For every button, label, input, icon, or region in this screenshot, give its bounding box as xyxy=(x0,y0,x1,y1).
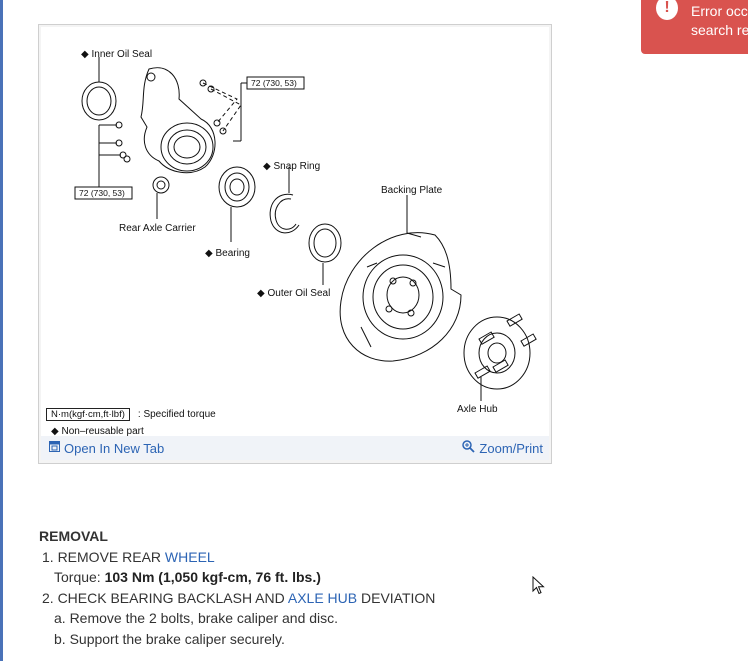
error-toast[interactable]: ! Error occ search re xyxy=(641,0,748,54)
toast-line-2: search re xyxy=(691,22,748,38)
substep-a: a. Remove the 2 bolts, brake caliper and… xyxy=(54,610,339,626)
illustration-footer: Open In New Tab Zoom/Print xyxy=(41,436,549,460)
legend-torque: N·m(kgf·cm,ft·lbf) : Specified torque xyxy=(46,408,216,421)
zoom-print-link[interactable]: Zoom/Print xyxy=(454,440,543,456)
section-heading: REMOVAL xyxy=(39,528,108,544)
external-window-icon xyxy=(49,441,60,455)
torque-line: Torque: 103 Nm (1,050 kgf-cm, 76 ft. lbs… xyxy=(54,567,435,588)
legend-non-reusable: ◆ Non–reusable part xyxy=(51,426,144,437)
illustration-canvas: ◆ Inner Oil Seal 72 (730, 53) 72 (730, 5… xyxy=(41,27,549,459)
torque-value: 103 Nm (1,050 kgf-cm, 76 ft. lbs.) xyxy=(104,569,321,585)
step-2-text: 2. CHECK BEARING BACKLASH AND xyxy=(42,589,288,606)
label-snap-ring: ◆ Snap Ring xyxy=(263,161,320,172)
label-torque-top: 72 (730, 53) xyxy=(251,78,297,88)
zoom-magnifier-icon xyxy=(462,440,476,456)
legend-unit-box: N·m(kgf·cm,ft·lbf) xyxy=(46,408,130,421)
zoom-print-label: Zoom/Print xyxy=(479,440,543,456)
axle-hub-link[interactable]: AXLE HUB xyxy=(287,589,358,606)
label-backing-plate: Backing Plate xyxy=(381,185,443,196)
label-axle-hub: Axle Hub xyxy=(457,404,498,415)
substep-b: b. Support the brake caliper securely. xyxy=(54,630,285,647)
step-1-text: 1. REMOVE REAR xyxy=(42,548,165,565)
mouse-cursor-icon xyxy=(532,576,545,595)
torque-box-top xyxy=(246,76,305,90)
label-torque-left: 72 (730, 53) xyxy=(79,188,125,198)
open-new-tab-label: Open In New Tab xyxy=(64,440,165,456)
label-bearing: ◆ Bearing xyxy=(205,248,250,259)
wheel-link[interactable]: WHEEL xyxy=(164,548,215,565)
open-new-tab-link[interactable]: Open In New Tab xyxy=(41,441,164,456)
toast-line-1: Error occ xyxy=(691,3,748,19)
toast-message: Error occ search re xyxy=(691,2,748,40)
label-inner-oil-seal: ◆ Inner Oil Seal xyxy=(81,49,152,60)
step-2-suffix: DEVIATION xyxy=(357,589,436,606)
step-2: 2. CHECK BEARING BACKLASH AND AXLE HUB D… xyxy=(42,588,435,609)
label-rear-axle-carrier: Rear Axle Carrier xyxy=(119,223,196,234)
torque-label: Torque: xyxy=(54,569,105,585)
illustration-panel: ◆ Inner Oil Seal 72 (730, 53) 72 (730, 5… xyxy=(38,24,552,464)
rear-axle-exploded-diagram: ◆ Inner Oil Seal 72 (730, 53) 72 (730, 5… xyxy=(74,49,537,415)
torque-box-left xyxy=(74,186,133,200)
label-outer-oil-seal: ◆ Outer Oil Seal xyxy=(257,288,330,299)
alert-icon: ! xyxy=(656,0,678,20)
procedure-text: REMOVAL 1. REMOVE REAR WHEEL Torque: 103… xyxy=(39,526,435,649)
step-1: 1. REMOVE REAR WHEEL xyxy=(42,547,435,568)
left-border xyxy=(0,0,3,661)
legend-unit-desc: : Specified torque xyxy=(137,409,216,420)
